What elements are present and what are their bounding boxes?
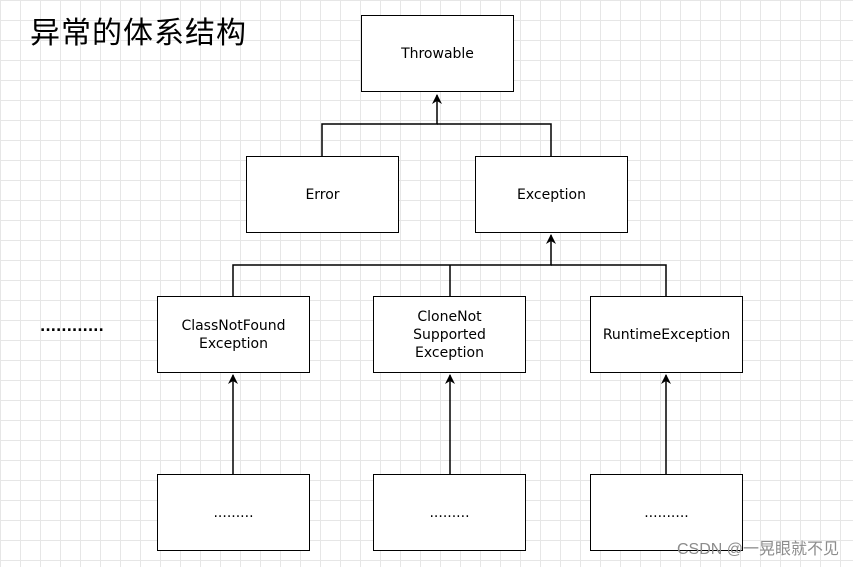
side-ellipsis: ............ xyxy=(40,319,104,335)
node-class-not-found-label: ClassNotFound Exception xyxy=(181,317,286,352)
node-sub-runtime[interactable]: .......... xyxy=(590,474,743,551)
node-error-label: Error xyxy=(305,186,340,203)
node-sub2-label: ......... xyxy=(429,504,470,521)
node-exception-label: Exception xyxy=(517,186,586,203)
node-sub-clone-not-supported[interactable]: ......... xyxy=(373,474,526,551)
node-runtime-exception-label: RuntimeException xyxy=(602,326,731,343)
edge-classnotfound-to-exception xyxy=(232,234,556,296)
node-sub3-label: .......... xyxy=(644,504,689,521)
node-clone-not-supported-exception[interactable]: CloneNot Supported Exception xyxy=(373,296,526,373)
watermark: CSDN @一晃眼就不见 xyxy=(676,541,839,558)
node-clone-not-supported-label: CloneNot Supported Exception xyxy=(413,308,486,361)
node-runtime-exception[interactable]: RuntimeException xyxy=(590,296,743,373)
node-sub-class-not-found[interactable]: ......... xyxy=(157,474,310,551)
node-error[interactable]: Error xyxy=(246,156,399,233)
edge-exception-to-throwable xyxy=(437,123,552,156)
node-throwable[interactable]: Throwable xyxy=(361,15,514,92)
node-throwable-label: Throwable xyxy=(401,45,474,62)
node-sub1-label: ......... xyxy=(213,504,254,521)
diagram-title: 异常的体系结构 xyxy=(30,16,247,51)
node-class-not-found-exception[interactable]: ClassNotFound Exception xyxy=(157,296,310,373)
node-exception[interactable]: Exception xyxy=(475,156,628,233)
edge-error-to-throwable xyxy=(321,94,442,156)
edge-runtime-to-exception xyxy=(551,264,667,296)
